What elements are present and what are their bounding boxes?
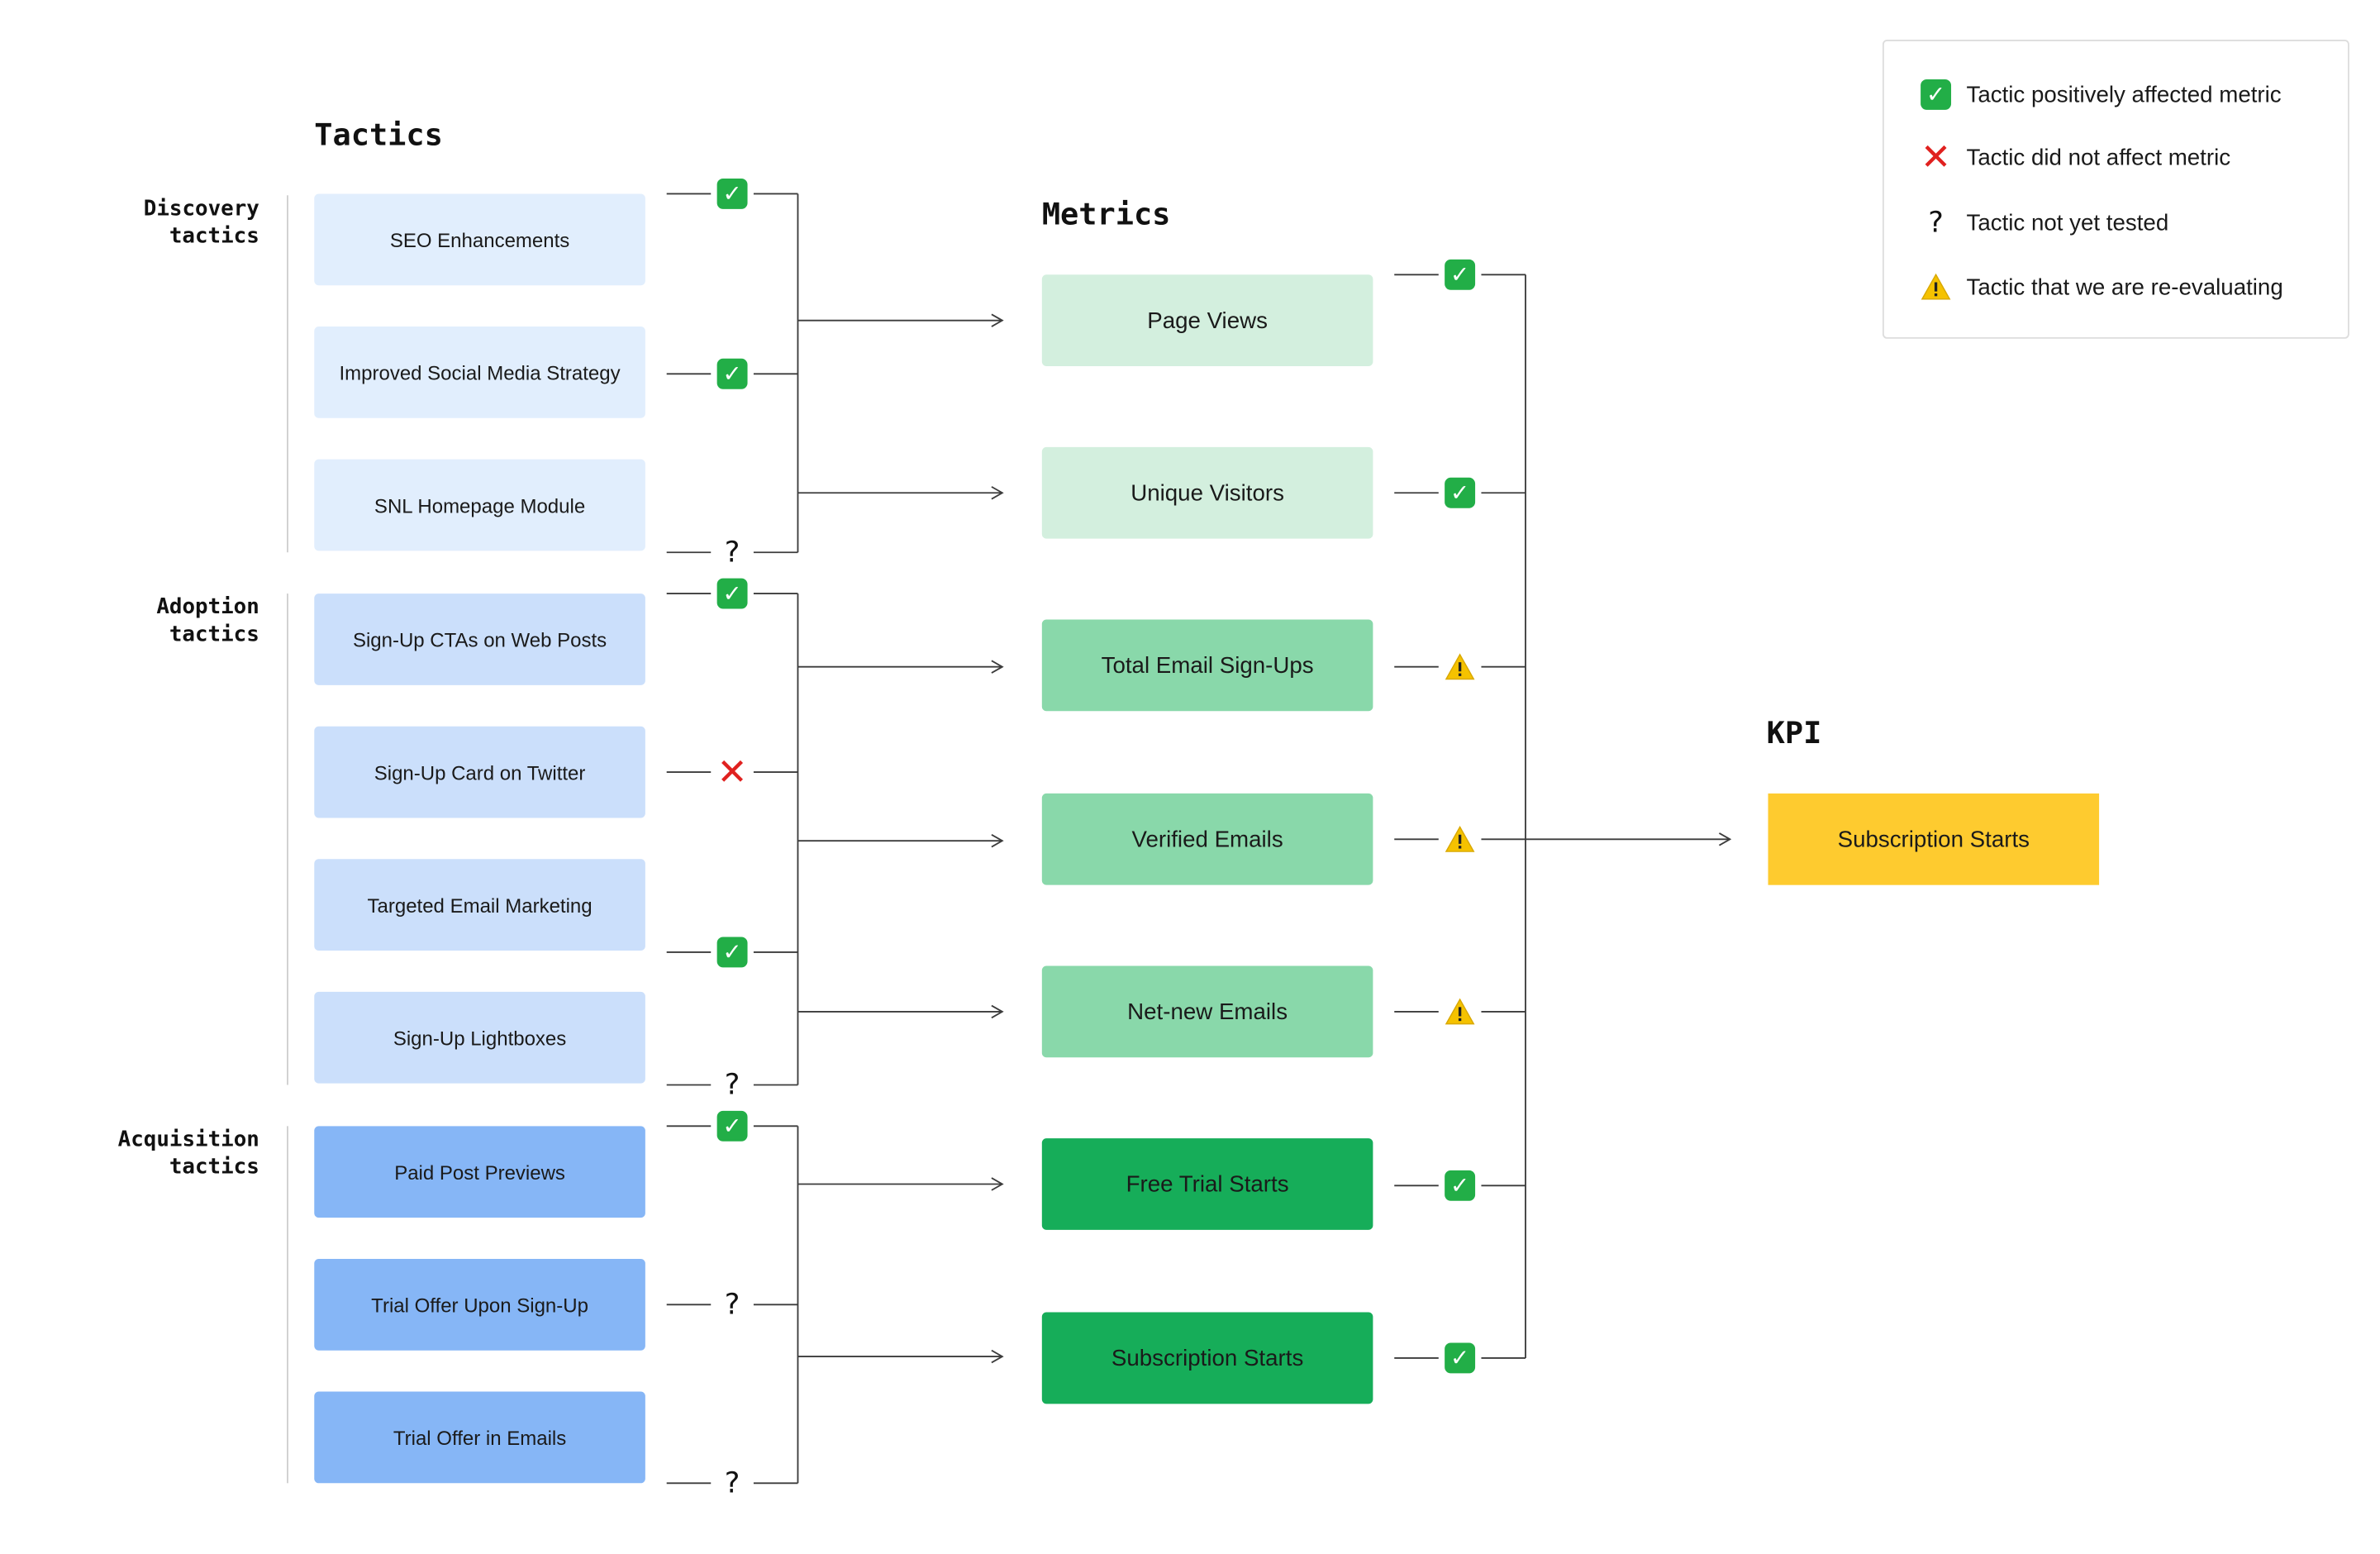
legend-panel: ✓ Tactic positively affected metric ✕ Ta… — [1882, 39, 2349, 339]
metric-box-free-trial-starts: Free Trial Starts — [1041, 1138, 1373, 1230]
kpi-label: Subscription Starts — [1837, 826, 2030, 852]
kpi-heading: KPI — [1766, 713, 1822, 751]
kpi-box-subscription-starts: Subscription Starts — [1768, 793, 2100, 885]
metric-label: Unique Visitors — [1130, 479, 1284, 506]
white-check-mark-icon: ✓ — [1921, 79, 1952, 110]
white-check-mark-icon: ✓ — [716, 937, 748, 968]
white-check-mark-icon: ✓ — [716, 358, 748, 389]
warning-triangle-icon — [1921, 272, 1951, 303]
group-label-acquisition: Acquisition tactics — [15, 1126, 259, 1180]
legend-text: Tactic not yet tested — [1966, 209, 2169, 236]
white-check-mark-icon: ✓ — [1445, 1342, 1476, 1374]
question-mark-icon: ? — [724, 1466, 740, 1500]
legend-row-no-effect: ✕ Tactic did not affect metric — [1921, 136, 2231, 179]
tactic-label: Paid Post Previews — [394, 1160, 565, 1184]
tactics-heading: Tactics — [314, 116, 443, 153]
warning-triangle-icon — [1445, 651, 1475, 682]
tactic-box-targeted-email: Targeted Email Marketing — [314, 859, 645, 951]
group-label-line: tactics — [169, 622, 259, 647]
legend-row-positive: ✓ Tactic positively affected metric — [1921, 78, 2282, 112]
tactic-box-signup-lightboxes: Sign-Up Lightboxes — [314, 991, 645, 1084]
red-cross-icon: ✕ — [716, 751, 748, 794]
tactic-box-trial-offer-signup: Trial Offer Upon Sign-Up — [314, 1258, 645, 1351]
metric-box-subscription-starts: Subscription Starts — [1041, 1312, 1373, 1404]
question-mark-icon: ? — [1928, 206, 1944, 240]
tactic-label: SNL Homepage Module — [374, 493, 586, 517]
tactic-box-signup-ctas: Sign-Up CTAs on Web Posts — [314, 593, 645, 685]
metric-label: Page Views — [1147, 307, 1268, 334]
legend-row-not-tested: ? Tactic not yet tested — [1921, 206, 2168, 240]
question-mark-icon: ? — [724, 1068, 740, 1102]
tactic-label: Sign-Up Card on Twitter — [374, 760, 586, 784]
legend-text: Tactic did not affect metric — [1966, 144, 2231, 170]
metric-box-verified-emails: Verified Emails — [1041, 793, 1373, 885]
group-label-line: Adoption — [156, 594, 259, 620]
tactic-label: Improved Social Media Strategy — [339, 360, 621, 384]
group-label-adoption: Adoption tactics — [15, 593, 259, 648]
metric-label: Total Email Sign-Ups — [1101, 652, 1314, 679]
tactic-box-snl-homepage: SNL Homepage Module — [314, 459, 645, 551]
metric-label: Net-new Emails — [1127, 999, 1288, 1025]
white-check-mark-icon: ✓ — [716, 1110, 748, 1142]
tactic-label: Sign-Up CTAs on Web Posts — [352, 627, 607, 651]
question-mark-icon: ? — [724, 535, 740, 570]
group-label-line: Acquisition — [117, 1127, 259, 1152]
group-label-line: Discovery — [143, 197, 259, 222]
metrics-heading: Metrics — [1041, 195, 1171, 232]
tactic-box-seo-enhancements: SEO Enhancements — [314, 193, 645, 286]
white-check-mark-icon: ✓ — [716, 178, 748, 209]
metric-box-page-views: Page Views — [1041, 274, 1373, 367]
warning-triangle-icon — [1445, 996, 1475, 1027]
red-cross-icon: ✕ — [1921, 136, 1952, 179]
tactic-label: Targeted Email Marketing — [367, 893, 593, 917]
metric-box-total-email-signups: Total Email Sign-Ups — [1041, 619, 1373, 712]
tactic-label: SEO Enhancements — [389, 227, 570, 251]
white-check-mark-icon: ✓ — [1445, 477, 1476, 508]
metric-label: Free Trial Starts — [1126, 1170, 1289, 1198]
metric-box-unique-visitors: Unique Visitors — [1041, 446, 1373, 539]
white-check-mark-icon: ✓ — [716, 578, 748, 609]
group-label-discovery: Discovery tactics — [15, 195, 259, 250]
tactic-label: Trial Offer Upon Sign-Up — [371, 1293, 588, 1317]
white-check-mark-icon: ✓ — [1445, 259, 1476, 290]
group-label-line: tactics — [169, 224, 259, 249]
question-mark-icon: ? — [724, 1288, 740, 1322]
group-divider-acquisition — [287, 1126, 288, 1484]
legend-text: Tactic that we are re-evaluating — [1966, 274, 2283, 300]
legend-text: Tactic positively affected metric — [1966, 81, 2282, 108]
group-divider-adoption — [287, 593, 288, 1085]
group-label-line: tactics — [169, 1155, 259, 1180]
metric-label: Verified Emails — [1131, 826, 1283, 852]
tactic-box-trial-offer-emails: Trial Offer in Emails — [314, 1391, 645, 1484]
white-check-mark-icon: ✓ — [1445, 1170, 1476, 1201]
legend-row-re-evaluating: Tactic that we are re-evaluating — [1921, 270, 2283, 304]
tactic-box-signup-card-twitter: Sign-Up Card on Twitter — [314, 726, 645, 818]
metric-label: Subscription Starts — [1111, 1345, 1304, 1371]
warning-triangle-icon — [1445, 824, 1475, 855]
tactic-label: Trial Offer in Emails — [393, 1426, 567, 1449]
metric-box-net-new-emails: Net-new Emails — [1041, 965, 1373, 1058]
tactic-box-paid-post-previews: Paid Post Previews — [314, 1126, 645, 1218]
tactic-box-improved-social-media: Improved Social Media Strategy — [314, 327, 645, 418]
tactic-label: Sign-Up Lightboxes — [393, 1026, 567, 1050]
group-divider-discovery — [287, 195, 288, 553]
